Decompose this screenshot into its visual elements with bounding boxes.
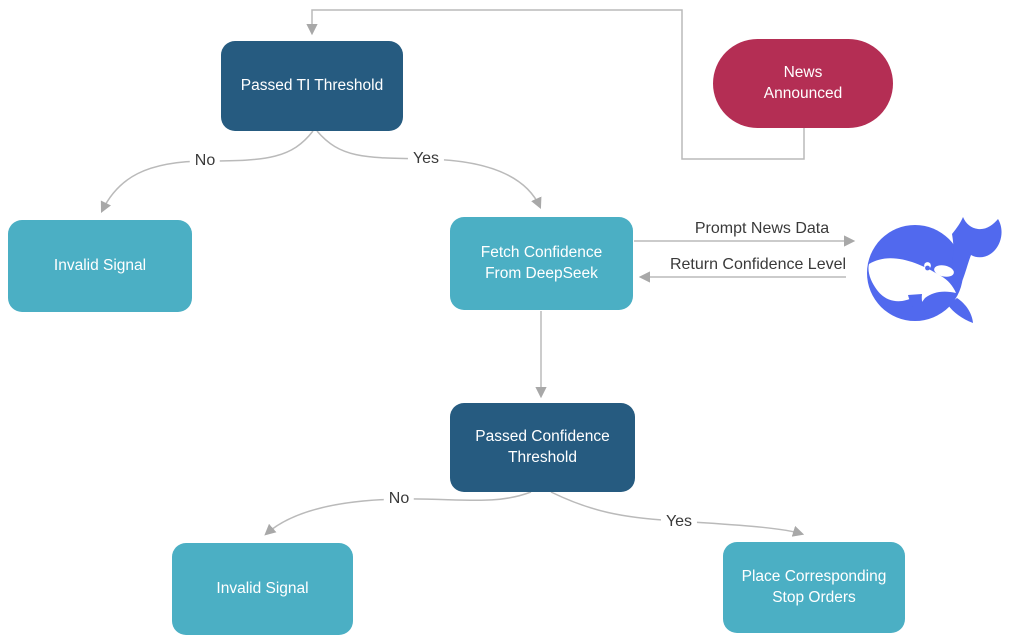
node-invalid-signal-bottom: Invalid Signal: [172, 543, 353, 635]
node-label: Invalid Signal: [216, 579, 309, 597]
node-place-stop-orders: Place Corresponding Stop Orders: [723, 542, 905, 633]
node-news-announced: News Announced: [713, 39, 893, 128]
edge-label-yes: Yes: [660, 513, 698, 531]
node-label: Place Corresponding Stop Orders: [741, 568, 887, 606]
node-passed-confidence-threshold: Passed Confidence Threshold: [450, 403, 635, 492]
deepseek-whale-icon: [867, 217, 1002, 323]
node-invalid-signal-top: Invalid Signal: [8, 220, 192, 312]
edge-label-return-confidence-level: Return Confidence Level: [664, 256, 852, 274]
edge-label-no: No: [383, 490, 415, 508]
edge-label-yes: Yes: [407, 150, 445, 168]
edge-label-no: No: [189, 152, 221, 170]
edge-ti-no: [100, 130, 314, 214]
node-fetch-confidence-deepseek: Fetch Confidence From DeepSeek: [450, 217, 633, 310]
node-label: Invalid Signal: [53, 256, 147, 274]
node-label: News Announced: [763, 64, 843, 102]
node-passed-ti-threshold: Passed TI Threshold: [221, 41, 403, 131]
edge-label-prompt-news-data: Prompt News Data: [689, 220, 835, 238]
node-label: Fetch Confidence From DeepSeek: [480, 244, 603, 282]
edge-ti-yes: [316, 130, 542, 210]
node-label: Passed TI Threshold: [240, 76, 384, 94]
node-label: Passed Confidence Threshold: [475, 428, 610, 466]
